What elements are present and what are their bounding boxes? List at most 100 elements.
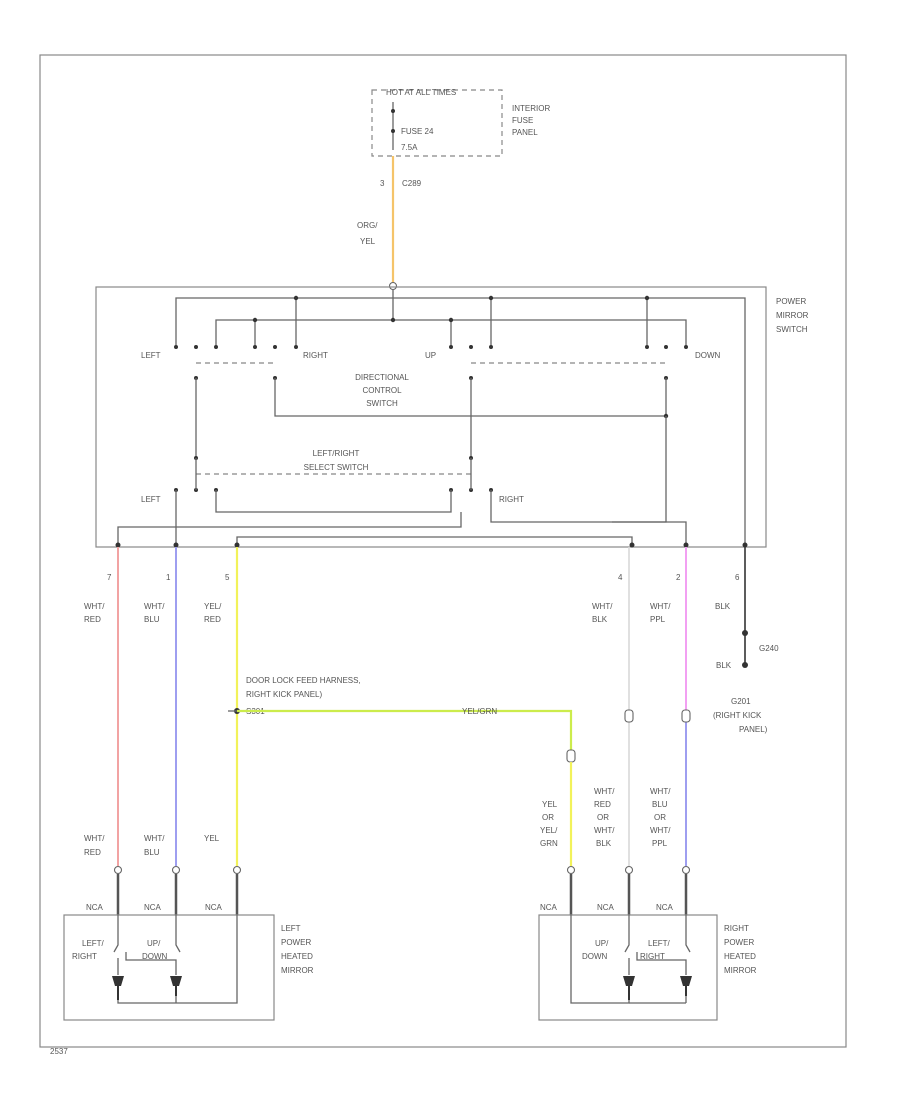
fuse-panel-name-2: FUSE bbox=[512, 116, 533, 125]
fuse-label: FUSE 24 bbox=[401, 127, 434, 136]
ground-location-2: (RIGHT KICK bbox=[713, 711, 762, 720]
pin-5: 5 bbox=[225, 573, 230, 582]
wire-lower-right-3e: PPL bbox=[652, 839, 668, 848]
hot-at-all-times-label: HOT AT ALL TIMES bbox=[386, 88, 456, 97]
dir-cross-link bbox=[274, 378, 667, 417]
ground-splice-label: G240 bbox=[759, 644, 779, 653]
wire-lower-right-1c: YEL/ bbox=[540, 826, 558, 835]
harness-label-1: DOOR LOCK FEED HARNESS, bbox=[246, 676, 361, 685]
switch-feed-terminal bbox=[388, 281, 398, 291]
ground-location-3: PANEL) bbox=[739, 725, 768, 734]
mirror-leads bbox=[116, 874, 688, 915]
wire-lower-right-1a: YEL bbox=[542, 800, 558, 809]
switch-title-3: SWITCH bbox=[776, 325, 808, 334]
switch-yel-red-path bbox=[236, 536, 633, 545]
down-return bbox=[612, 416, 667, 523]
bus-node-5 bbox=[390, 317, 396, 323]
wire-upper-label-6: BLK bbox=[715, 602, 731, 611]
select-switch-label-1: LEFT/RIGHT bbox=[313, 449, 360, 458]
right-mirror-internal-wiring bbox=[570, 915, 691, 1004]
wire-upper-label-2a: WHT/ bbox=[144, 602, 165, 611]
ground-wire-label: BLK bbox=[716, 661, 732, 670]
wire-lower-right-2e: BLK bbox=[596, 839, 612, 848]
wire-upper-label-2b: BLU bbox=[144, 615, 160, 624]
mirror-connector-terminals bbox=[113, 865, 691, 875]
wire-lower-right-3d: WHT/ bbox=[650, 826, 671, 835]
wire-lower-right-3c: OR bbox=[654, 813, 666, 822]
fuse-node bbox=[391, 129, 395, 133]
left-mirror-motor-icon-1 bbox=[112, 976, 124, 1000]
ground-terminal-node bbox=[742, 662, 748, 668]
select-left-label: LEFT bbox=[141, 495, 161, 504]
select-right-label: RIGHT bbox=[499, 495, 524, 504]
bus-node-2 bbox=[488, 295, 494, 301]
right-mirror-name-1: RIGHT bbox=[724, 924, 749, 933]
fuse-panel-box bbox=[371, 89, 503, 157]
wire-upper-label-1a: WHT/ bbox=[84, 602, 105, 611]
select-switch-label-2: SELECT SWITCH bbox=[304, 463, 369, 472]
ground-location-1: G201 bbox=[731, 697, 751, 706]
bus-node-4 bbox=[252, 317, 258, 323]
wire-lower-left-2a: WHT/ bbox=[144, 834, 165, 843]
wire-lower-right-3a: WHT/ bbox=[650, 787, 671, 796]
right-motor-2-label-b: RIGHT bbox=[640, 952, 665, 961]
fuse-panel-name-3: PANEL bbox=[512, 128, 538, 137]
inline-connector-3 bbox=[566, 749, 576, 763]
left-mirror-internal-wiring bbox=[113, 915, 238, 1004]
pin-1: 1 bbox=[166, 573, 171, 582]
wire-lower-right-2b: RED bbox=[594, 800, 611, 809]
harness-label-2: RIGHT KICK PANEL) bbox=[246, 690, 323, 699]
left-mirror-name-1: LEFT bbox=[281, 924, 301, 933]
wire-upper-label-3b: RED bbox=[204, 615, 221, 624]
nca-label-1: NCA bbox=[86, 903, 104, 912]
select-left-b bbox=[117, 512, 462, 545]
left-mirror-motor-icon-2 bbox=[170, 976, 182, 996]
fuse-amps-label: 7.5A bbox=[401, 143, 418, 152]
right-mirror-name-2: POWER bbox=[724, 938, 754, 947]
wire-upper-label-4b: BLK bbox=[592, 615, 608, 624]
switch-title-2: MIRROR bbox=[776, 311, 809, 320]
wire-top-label-1: ORG/ bbox=[357, 221, 378, 230]
dir-commons bbox=[194, 376, 668, 380]
right-motor-1-label-b: DOWN bbox=[582, 952, 608, 961]
fuse-node-top bbox=[391, 109, 395, 113]
wire-lower-right-1d: GRN bbox=[540, 839, 558, 848]
right-mirror-motor-icon-1 bbox=[623, 976, 635, 1000]
conn-top-pin: 3 bbox=[380, 179, 385, 188]
harness-wire-label: YEL/GRN bbox=[462, 707, 497, 716]
pin-2: 2 bbox=[676, 573, 681, 582]
nca-label-6: NCA bbox=[656, 903, 674, 912]
wire-lower-left-3: YEL bbox=[204, 834, 220, 843]
dir-switch-label-3: SWITCH bbox=[366, 399, 398, 408]
inline-connector-2 bbox=[681, 709, 691, 723]
power-mirror-switch-box bbox=[95, 286, 767, 548]
right-motor-1-label-a: UP/ bbox=[595, 939, 609, 948]
select-right-out bbox=[490, 490, 687, 545]
wire-lower-right-3b: BLU bbox=[652, 800, 668, 809]
wire-lower-left-1b: RED bbox=[84, 848, 101, 857]
wire-lower-right-1b: OR bbox=[542, 813, 554, 822]
conn-top-name: C289 bbox=[402, 179, 422, 188]
wire-lower-left-2b: BLU bbox=[144, 848, 160, 857]
select-contact-terminals bbox=[174, 488, 493, 492]
dir-contact-terminals bbox=[174, 345, 688, 349]
diagram-frame bbox=[39, 54, 847, 1048]
pin-4: 4 bbox=[618, 573, 623, 582]
left-mirror-box bbox=[63, 914, 275, 1021]
wire-upper-label-1b: RED bbox=[84, 615, 101, 624]
bus-node-3 bbox=[644, 295, 650, 301]
nca-label-3: NCA bbox=[205, 903, 223, 912]
left-motor-2-label-b: DOWN bbox=[142, 952, 168, 961]
dir-left-label: LEFT bbox=[141, 351, 161, 360]
right-mirror-name-3: HEATED bbox=[724, 952, 756, 961]
nca-label-5: NCA bbox=[597, 903, 615, 912]
wire-yel-grn bbox=[237, 709, 573, 750]
wire-upper-label-5a: WHT/ bbox=[650, 602, 671, 611]
wire-lower-right-2d: WHT/ bbox=[594, 826, 615, 835]
footer-label: 2537 bbox=[50, 1047, 68, 1056]
dir-right-label: RIGHT bbox=[303, 351, 328, 360]
fuse-panel-name-1: INTERIOR bbox=[512, 104, 550, 113]
left-mirror-name-4: MIRROR bbox=[281, 966, 314, 975]
wire-lower-right-2a: WHT/ bbox=[594, 787, 615, 796]
